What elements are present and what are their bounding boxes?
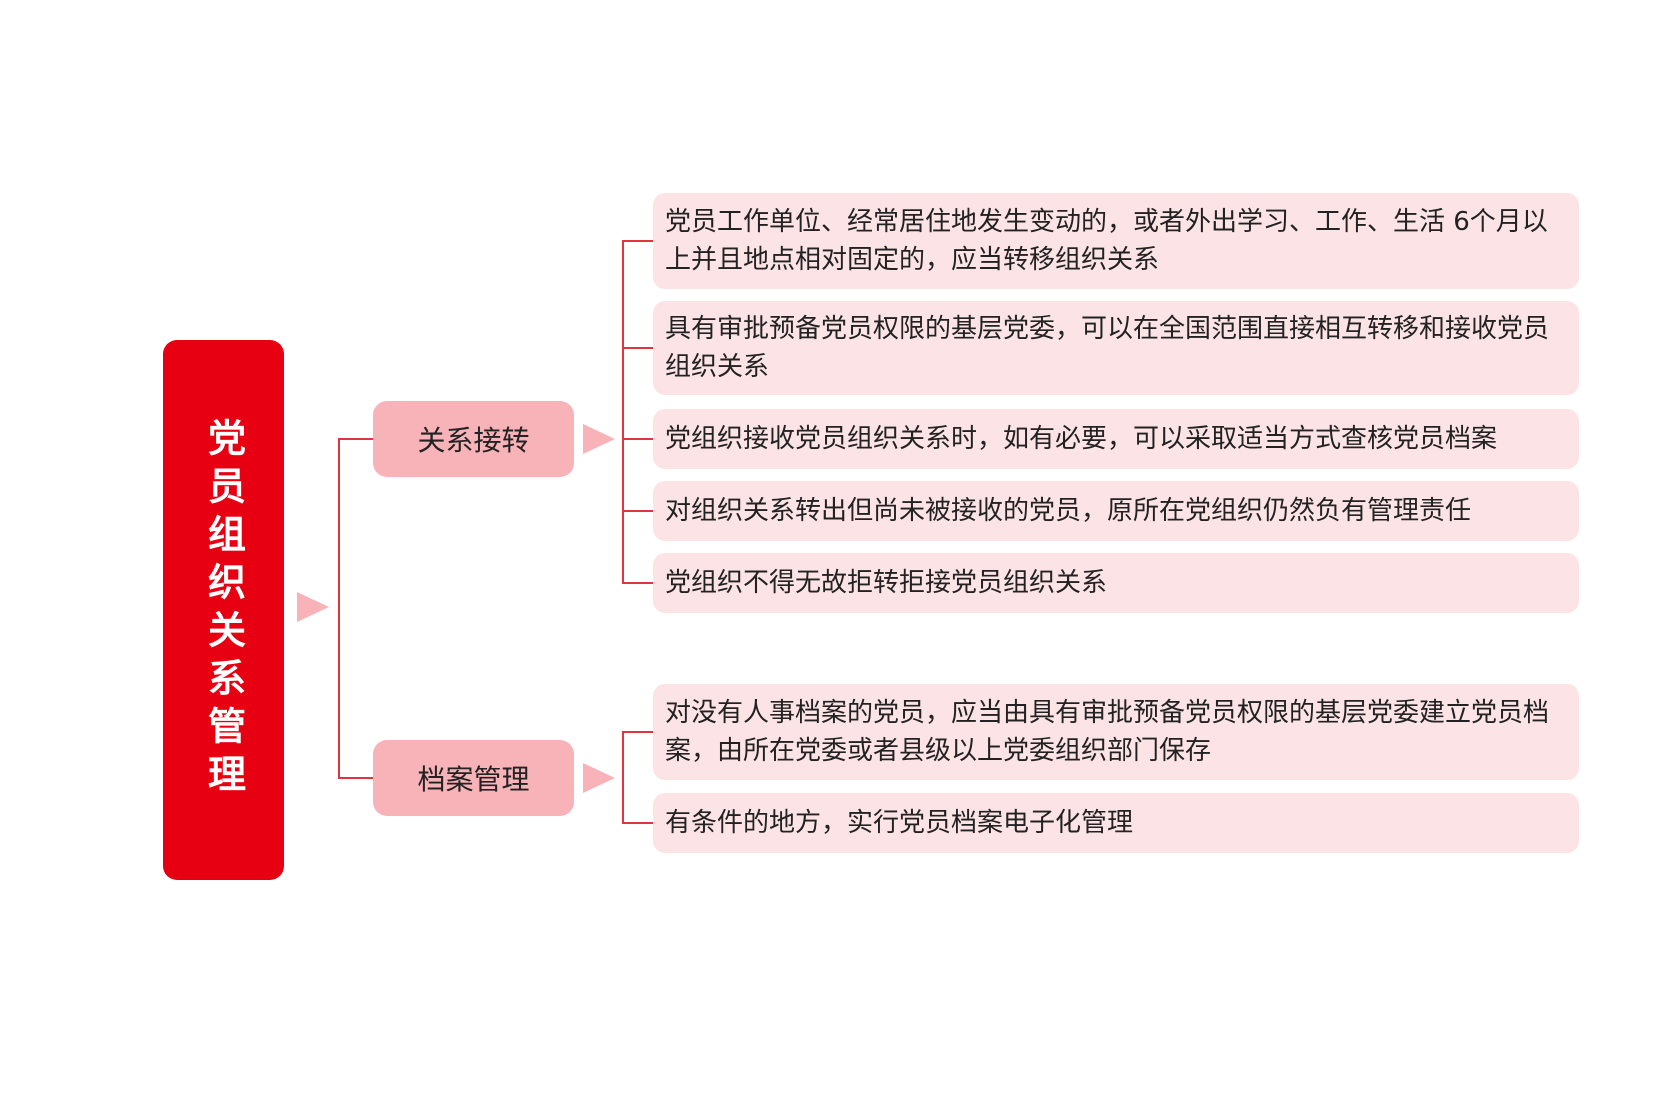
leaf-text: 党员工作单位、经常居住地发生变动的，或者外出学习、工作、生活 6个月以上并且地点… [665,207,1548,275]
root-arrow [297,592,329,622]
root-node: 党员组织关系管理 [163,340,284,880]
leaf-node: 党员工作单位、经常居住地发生变动的，或者外出学习、工作、生活 6个月以上并且地点… [653,193,1579,289]
branch-label: 关系接转 [417,424,530,457]
leaf-text: 具有审批预备党员权限的基层党委，可以在全国范围直接相互转移和接收党员组织关系 [665,314,1550,382]
root-label: 党员组织关系管理 [201,418,246,802]
leaf-text: 党组织接收党员组织关系时，如有必要，可以采取适当方式查核党员档案 [665,424,1498,454]
branch-node-relation-transfer: 关系接转 [373,401,574,477]
leaf-node: 对组织关系转出但尚未被接收的党员，原所在党组织仍然负有管理责任 [653,481,1579,541]
branch-connector-2 [622,731,653,824]
branch-connector-1 [622,240,653,584]
leaf-text: 对组织关系转出但尚未被接收的党员，原所在党组织仍然负有管理责任 [665,496,1472,526]
leaf-node: 具有审批预备党员权限的基层党委，可以在全国范围直接相互转移和接收党员组织关系 [653,301,1579,395]
leaf-node: 对没有人事档案的党员，应当由具有审批预备党员权限的基层党委建立党员档案，由所在党… [653,684,1579,780]
leaf-text: 党组织不得无故拒转拒接党员组织关系 [665,568,1108,598]
root-connector [338,438,373,779]
leaf-text: 有条件的地方，实行党员档案电子化管理 [665,808,1134,838]
leaf-node: 党组织不得无故拒转拒接党员组织关系 [653,553,1579,613]
leaf-node: 有条件的地方，实行党员档案电子化管理 [653,793,1579,853]
leaf-node: 党组织接收党员组织关系时，如有必要，可以采取适当方式查核党员档案 [653,409,1579,469]
branch-arrow-2 [583,763,615,793]
branch-node-archive-management: 档案管理 [373,740,574,816]
branch-label: 档案管理 [417,763,530,796]
branch-arrow-1 [583,424,615,454]
leaf-text: 对没有人事档案的党员，应当由具有审批预备党员权限的基层党委建立党员档案，由所在党… [665,698,1550,766]
